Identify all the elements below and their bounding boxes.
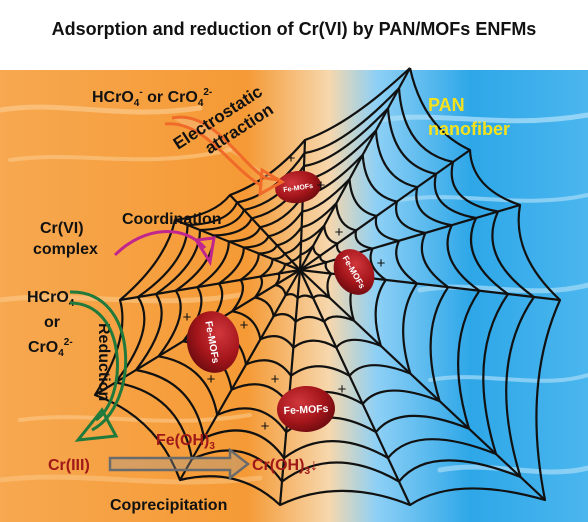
mof-particle-3: Fe-MOFs bbox=[186, 311, 240, 373]
mof-particle-4: Fe-MOFs bbox=[277, 385, 335, 433]
web-strand bbox=[299, 269, 546, 501]
web-strand bbox=[229, 194, 301, 271]
web-strand bbox=[174, 218, 301, 272]
coordination-label: Coordination bbox=[122, 211, 222, 228]
web-strand bbox=[119, 268, 301, 302]
coordination-arrow-head bbox=[193, 236, 216, 267]
plus-sign: + bbox=[377, 255, 386, 272]
croh3-label: Cr(OH)3↓ bbox=[252, 457, 318, 477]
electrostatic-arrow-head bbox=[258, 167, 286, 197]
web-strand bbox=[114, 87, 536, 483]
mof-particle-2: Fe-MOFs bbox=[333, 249, 375, 295]
cr6-complex-line2: complex bbox=[33, 241, 98, 258]
web-strand bbox=[299, 149, 471, 271]
cr6-complex-line1: Cr(VI) bbox=[40, 220, 84, 237]
feoh3-label: Fe(OH)3 bbox=[156, 432, 215, 452]
plus-sign: + bbox=[317, 177, 326, 194]
electrostatic-arrow-lower bbox=[164, 122, 263, 188]
reduction-label: Reduction bbox=[95, 323, 112, 401]
mof-particle-1: Fe-MOFs bbox=[275, 170, 321, 204]
plus-sign: + bbox=[183, 309, 192, 326]
mof-label: Fe-MOFs bbox=[283, 403, 329, 417]
coprecipitation-label: Coprecipitation bbox=[110, 497, 227, 514]
reduction-arrow-inner bbox=[69, 301, 119, 422]
cr3-label: Cr(III) bbox=[48, 457, 90, 474]
web-strand bbox=[299, 67, 411, 271]
web-strand bbox=[206, 178, 419, 377]
pan-label-line2: nanofiber bbox=[428, 119, 510, 139]
web-strand bbox=[179, 269, 301, 481]
plus-sign: + bbox=[271, 371, 280, 388]
web-strand bbox=[274, 245, 333, 300]
web-strand bbox=[231, 202, 387, 349]
web-strand bbox=[298, 139, 307, 271]
figure-title: Adsorption and reduction of Cr(VI) by PA… bbox=[52, 19, 537, 39]
plus-sign: + bbox=[335, 224, 344, 241]
web-strand bbox=[134, 107, 510, 460]
coprecipitation-arrow bbox=[108, 447, 251, 481]
web-strand bbox=[299, 269, 411, 506]
pan-label-line1: PAN bbox=[428, 95, 465, 115]
reduction-connector: or bbox=[44, 314, 60, 331]
plus-sign: + bbox=[261, 418, 270, 435]
mof-particles: Fe-MOFs Fe-MOFs Fe-MOFs Fe-MOFs bbox=[186, 170, 375, 433]
reduction-arrow bbox=[69, 290, 128, 432]
web-strand bbox=[157, 129, 481, 434]
positive-charges: + + + + + + + + + + bbox=[183, 150, 386, 435]
reduction-ions-b: CrO42- bbox=[28, 337, 73, 359]
plus-sign: + bbox=[338, 381, 347, 398]
electrostatic-ions: HCrO4- or CrO42- bbox=[92, 87, 212, 109]
plus-sign: + bbox=[240, 317, 249, 334]
web-strand bbox=[278, 269, 302, 506]
plus-sign: + bbox=[287, 150, 296, 167]
mof-label: Fe-MOFs bbox=[283, 183, 314, 194]
reduction-arrow-head bbox=[74, 407, 119, 442]
web-strand bbox=[93, 67, 562, 507]
pan-nanofiber-web bbox=[93, 67, 562, 507]
plus-sign: + bbox=[207, 371, 216, 388]
